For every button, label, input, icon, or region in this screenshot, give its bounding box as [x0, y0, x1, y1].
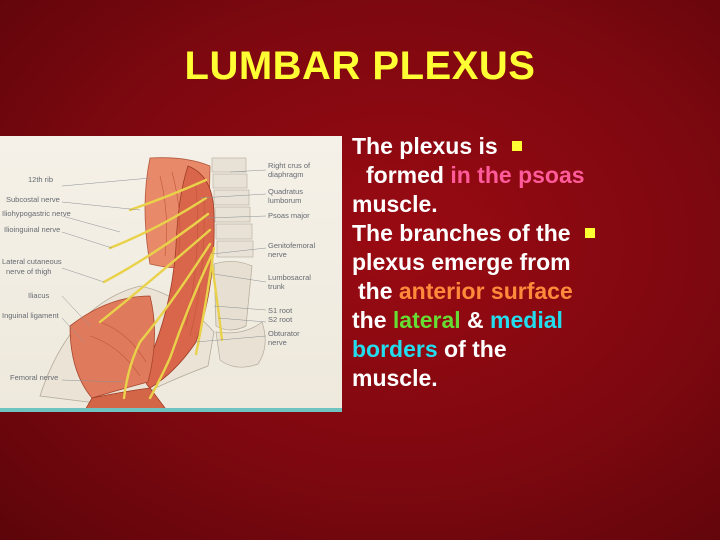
svg-text:nerve of thigh: nerve of thigh: [6, 267, 51, 276]
svg-text:Psoas major: Psoas major: [268, 211, 310, 220]
bullet-line: the lateral & medial: [352, 307, 563, 333]
bullet-line: The plexus is: [352, 132, 682, 161]
svg-text:Lumbosacral: Lumbosacral: [268, 273, 311, 282]
lumbar-plexus-diagram: 12th rib Subcostal nerve Iliohypogastric…: [0, 157, 342, 412]
svg-text:Genitofemoral: Genitofemoral: [268, 241, 315, 250]
bullet-line: the anterior surface: [358, 278, 573, 304]
slide-title: LUMBAR PLEXUS: [184, 44, 536, 88]
bullet-line: muscle.: [352, 191, 438, 217]
svg-text:Ilioinguinal nerve: Ilioinguinal nerve: [4, 225, 60, 234]
svg-text:Obturator: Obturator: [268, 329, 300, 338]
bullet-line: The branches of the: [352, 219, 682, 248]
bullet-line: plexus emerge from: [352, 249, 571, 275]
svg-text:Iliohypogastric nerve: Iliohypogastric nerve: [2, 209, 71, 218]
svg-text:Lateral cutaneous: Lateral cutaneous: [2, 257, 62, 266]
bullet-item: The branches of the plexus emerge from t…: [352, 219, 682, 393]
bullet-line: muscle.: [352, 365, 438, 391]
bullet-square-icon: [511, 141, 522, 151]
svg-text:Femoral nerve: Femoral nerve: [10, 373, 58, 382]
svg-text:Right crus of: Right crus of: [268, 161, 311, 170]
lumbar-plexus-nerves: [98, 178, 224, 400]
svg-text:trunk: trunk: [268, 282, 285, 291]
svg-text:Inguinal ligament: Inguinal ligament: [2, 311, 60, 320]
svg-text:S2 root: S2 root: [268, 315, 293, 324]
svg-text:nerve: nerve: [268, 338, 287, 347]
bullet-list: The plexus is formed in the psoas muscle…: [352, 132, 682, 393]
figure-labels-left: 12th rib Subcostal nerve Iliohypogastric…: [2, 175, 71, 382]
svg-text:12th rib: 12th rib: [28, 175, 53, 184]
bullet-line: formed in the psoas: [366, 162, 585, 188]
bullet-line: borders of the: [352, 336, 507, 362]
svg-text:Quadratus: Quadratus: [268, 187, 303, 196]
svg-text:diaphragm: diaphragm: [268, 170, 303, 179]
bullet-item: The plexus is formed in the psoas muscle…: [352, 132, 682, 219]
anatomy-illustration: 12th rib Subcostal nerve Iliohypogastric…: [0, 136, 342, 412]
svg-text:Iliacus: Iliacus: [28, 291, 50, 300]
svg-text:nerve: nerve: [268, 250, 287, 259]
bullet-square-icon: [584, 228, 595, 238]
figure-labels-right: Right crus of diaphragm Quadratus lumbor…: [268, 161, 315, 347]
svg-text:lumborum: lumborum: [268, 196, 301, 205]
svg-text:Subcostal nerve: Subcostal nerve: [6, 195, 60, 204]
svg-text:S1 root: S1 root: [268, 306, 293, 315]
